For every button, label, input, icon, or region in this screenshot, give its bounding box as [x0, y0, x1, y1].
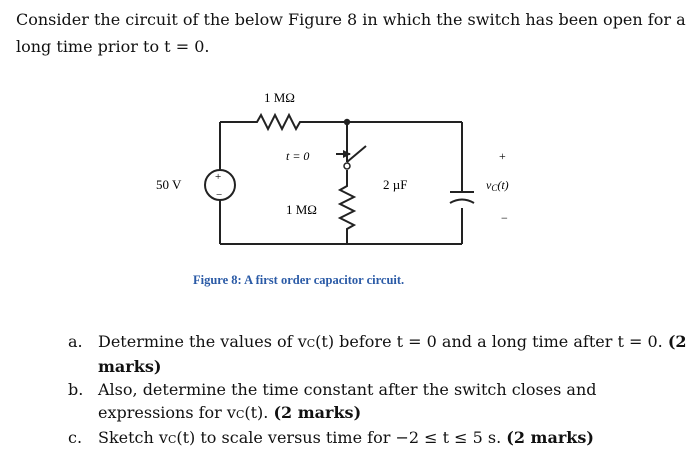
r1-label: 1 MΩ [264, 90, 295, 105]
switch-contact [343, 162, 351, 170]
resistor-r2 [337, 170, 357, 244]
problem-intro: Consider the circuit of the below Figure… [16, 10, 686, 56]
vc-plus: + [499, 149, 506, 163]
source-label: 50 V [156, 177, 182, 192]
marks-label: (2 marks) [273, 403, 362, 422]
question-c: c. Sketch vC(t) to scale versus time for… [68, 428, 594, 447]
voltage-source [204, 169, 236, 201]
node-top [343, 118, 351, 126]
switch-blade [346, 145, 367, 163]
question-marker: b. [68, 380, 84, 399]
vc-label: vC(t) [486, 178, 509, 193]
switch-label: t = 0 [286, 149, 309, 163]
vc-minus: − [501, 211, 508, 225]
question-list: a. Determine the values of vC(t) before … [68, 330, 688, 451]
r2-label: 1 MΩ [286, 202, 317, 217]
question-a: a. Determine the values of vC(t) before … [68, 332, 687, 376]
resistor-r1 [220, 112, 462, 132]
question-b: b. Also, determine the time constant aft… [68, 380, 597, 422]
figure-caption: Figure 8: A first order capacitor circui… [193, 273, 405, 287]
marks-label: (2 marks) [98, 332, 687, 376]
source-plus: + [215, 171, 221, 183]
circuit-diagram: 1 MΩ 1 MΩ 50 V + − t = 0 2 µF + − vC(t) [156, 90, 509, 245]
marks-label: (2 marks) [506, 428, 594, 447]
cap-plate-bottom [449, 198, 475, 204]
source-minus: − [216, 189, 222, 201]
question-marker: a. [68, 332, 83, 351]
cap-label: 2 µF [383, 177, 407, 192]
question-marker: c. [68, 428, 83, 447]
